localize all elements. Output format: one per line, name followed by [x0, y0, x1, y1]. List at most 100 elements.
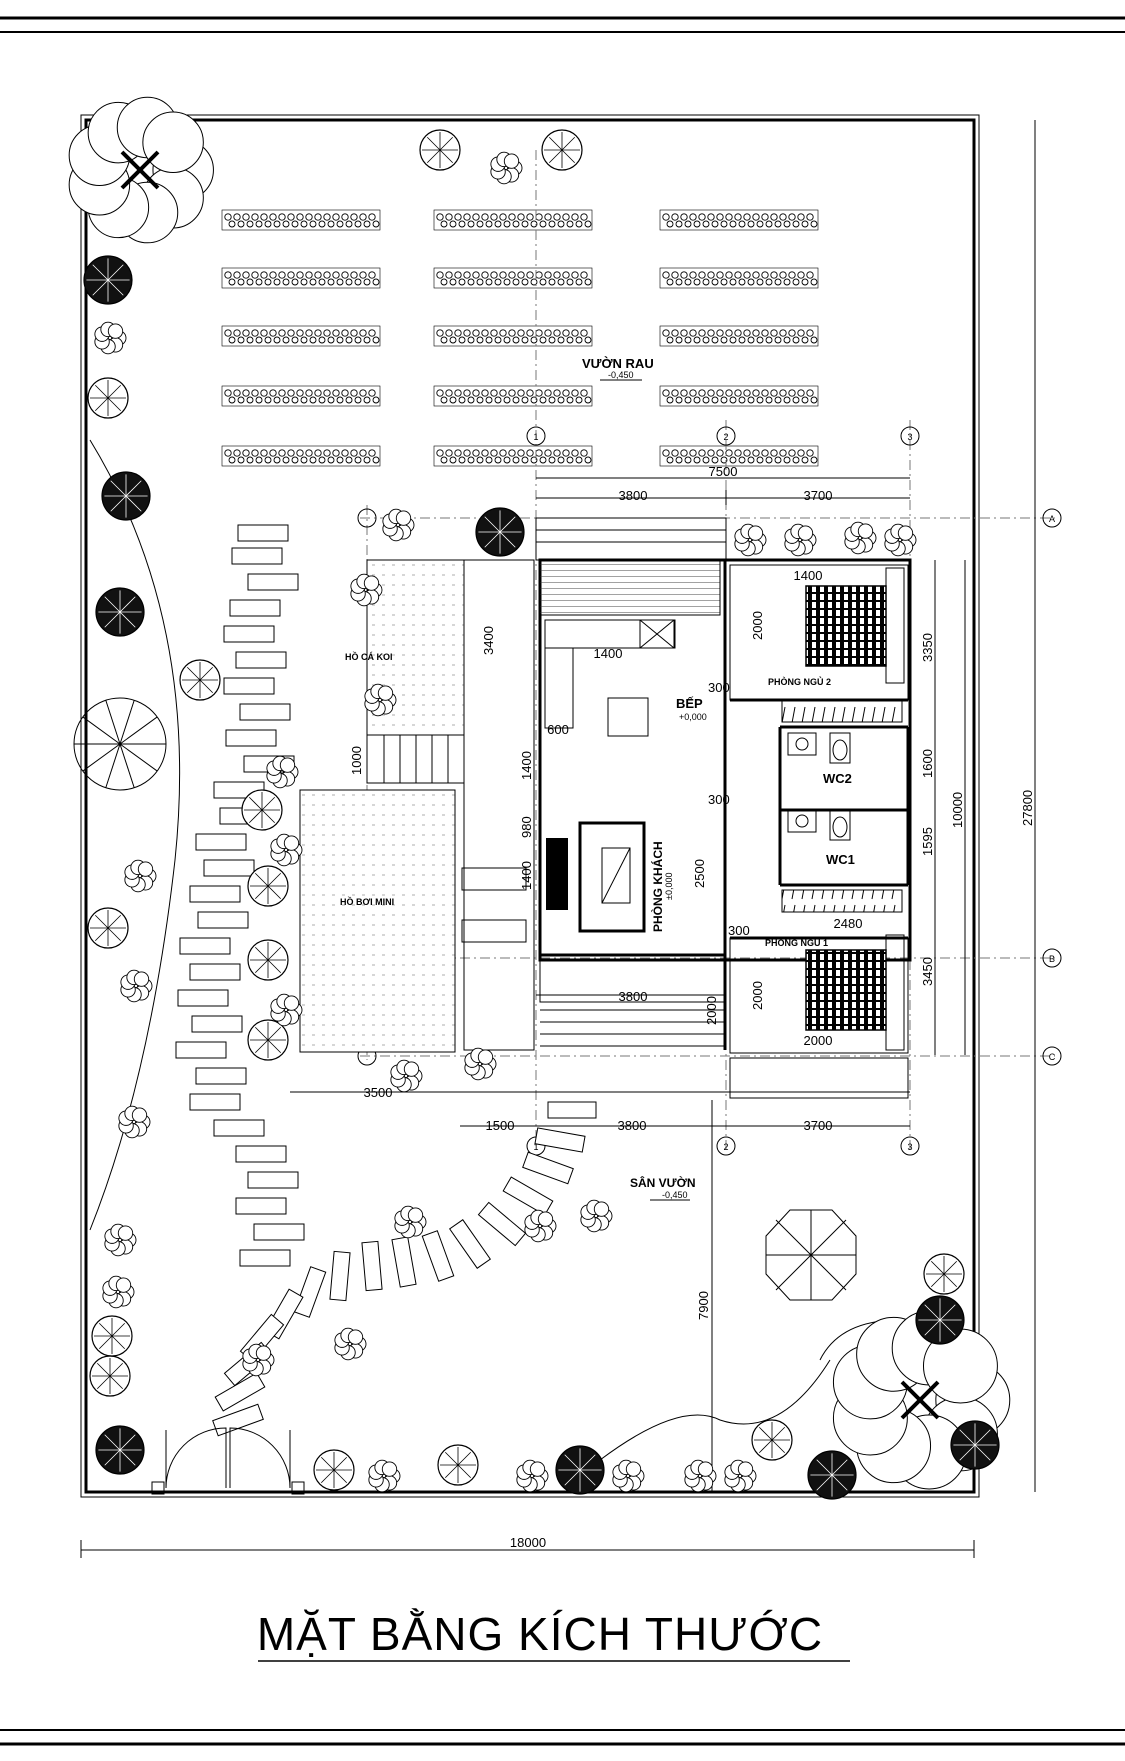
living-level: ±0,000: [664, 873, 674, 900]
stepping-stone: [223, 625, 275, 643]
house: [535, 517, 912, 1099]
yard-level: -0,450: [662, 1190, 688, 1200]
dim-18000: 18000: [510, 1535, 546, 1550]
path-stone: [547, 1101, 597, 1119]
wardrobe-2: [781, 699, 903, 723]
dim-300b: 300: [708, 792, 730, 807]
grid-1-bottom: 1: [533, 1142, 538, 1152]
shrub: [884, 523, 917, 557]
dim-1600: 1600: [920, 749, 935, 778]
living-sofa: [546, 821, 646, 933]
path-stone: [477, 1201, 527, 1247]
garden-veg-level: -0,450: [608, 370, 634, 380]
stepping-stone: [175, 1041, 227, 1059]
path-stone: [534, 1127, 586, 1153]
stepping-stone: [189, 885, 241, 903]
dim-top-right: 3700: [804, 488, 833, 503]
vegetable-bed: [433, 445, 593, 467]
shrub: [270, 993, 303, 1027]
path-stone: [214, 1372, 266, 1412]
stepping-stone: [195, 833, 247, 851]
pool-label: HỒ BƠI MINI: [340, 896, 394, 907]
tree: [241, 789, 283, 831]
dim-600: 600: [547, 722, 569, 737]
tree: [419, 129, 461, 171]
tree: [95, 587, 145, 637]
gate: [151, 1427, 305, 1495]
grid-bubbles: A B C 1 2 3 1 2 3: [357, 426, 1062, 1156]
vegetable-beds: [221, 209, 819, 467]
tree: [101, 471, 151, 521]
path-stone: [293, 1266, 327, 1318]
shrub: [266, 755, 299, 789]
large-tree: [68, 96, 214, 244]
top-dimensions: 7500 3800 3700: [536, 464, 910, 505]
tree: [950, 1420, 1000, 1470]
shrub: [490, 151, 523, 185]
tree: [87, 377, 129, 419]
grid-B: B: [1049, 954, 1055, 964]
tree: [247, 865, 289, 907]
shrub: [612, 1459, 645, 1493]
garden-veg-label: VƯỜN RAU: [582, 356, 654, 371]
vegetable-bed: [433, 267, 593, 289]
drawing-title: MẶT BẰNG KÍCH THƯỚC: [257, 1608, 823, 1660]
stepping-stone: [191, 1015, 243, 1033]
stepping-stone: [229, 599, 281, 617]
vegetable-bed: [659, 267, 819, 289]
dim-bottom-mid-3800: 3800: [618, 1118, 647, 1133]
vegetable-bed: [433, 209, 593, 231]
dim-2000a: 2000: [750, 611, 765, 640]
dim-bottom-3800: 3800: [619, 989, 648, 1004]
dim-980: 980: [519, 816, 534, 838]
shrub: [390, 1059, 423, 1093]
stepping-stone: [253, 1223, 305, 1241]
stepping-stone: [235, 1197, 287, 1215]
tree: [83, 255, 133, 305]
tree: [751, 1419, 793, 1461]
vegetable-bed: [221, 209, 381, 231]
grid-A: A: [1049, 514, 1055, 524]
stepping-stone: [247, 1171, 299, 1189]
stepping-stone: [189, 963, 241, 981]
shrub: [394, 1205, 427, 1239]
shrub: [784, 523, 817, 557]
shrub: [734, 523, 767, 557]
tree: [95, 1425, 145, 1475]
wardrobe-1: [781, 889, 903, 913]
wc1-label: WC1: [826, 852, 855, 867]
wc-fixtures: [787, 732, 851, 841]
stepping-stone: [203, 859, 255, 877]
shrub: [350, 573, 383, 607]
stepping-stone: [213, 1119, 265, 1137]
garden-edge-bottom: [599, 1359, 831, 1461]
stepping-stone: [235, 1145, 287, 1163]
stepping-stone: [239, 1249, 291, 1267]
stepping-stone: [235, 651, 287, 669]
shrub: [368, 1459, 401, 1493]
grid-2-bottom: 2: [723, 1142, 728, 1152]
stepping-stone: [179, 937, 231, 955]
dim-living-2500: 2500: [692, 859, 707, 888]
tree: [541, 129, 583, 171]
shrub: [684, 1459, 717, 1493]
right-dimensions: 3350 1600 1595 3450 10000 27800 7900: [696, 120, 1036, 1492]
stepping-stone: [225, 729, 277, 747]
shrub: [844, 521, 877, 555]
dim-300c: 300: [728, 923, 750, 938]
shrub: [102, 1275, 135, 1309]
tree: [89, 1355, 131, 1397]
stepping-stone: [189, 1093, 241, 1111]
shrub: [120, 969, 153, 1003]
bedroom1-label: PHÒNG NGỦ 1: [765, 937, 828, 948]
tree: [915, 1295, 965, 1345]
dim-bottom-right-3700: 3700: [804, 1118, 833, 1133]
vegetable-bed: [221, 385, 381, 407]
wc2-label: WC2: [823, 771, 852, 786]
dim-7900: 7900: [696, 1291, 711, 1320]
shrub: [464, 1047, 497, 1081]
bed-1: [805, 934, 905, 1051]
path-stone: [391, 1236, 417, 1288]
path-stone: [329, 1250, 351, 1302]
